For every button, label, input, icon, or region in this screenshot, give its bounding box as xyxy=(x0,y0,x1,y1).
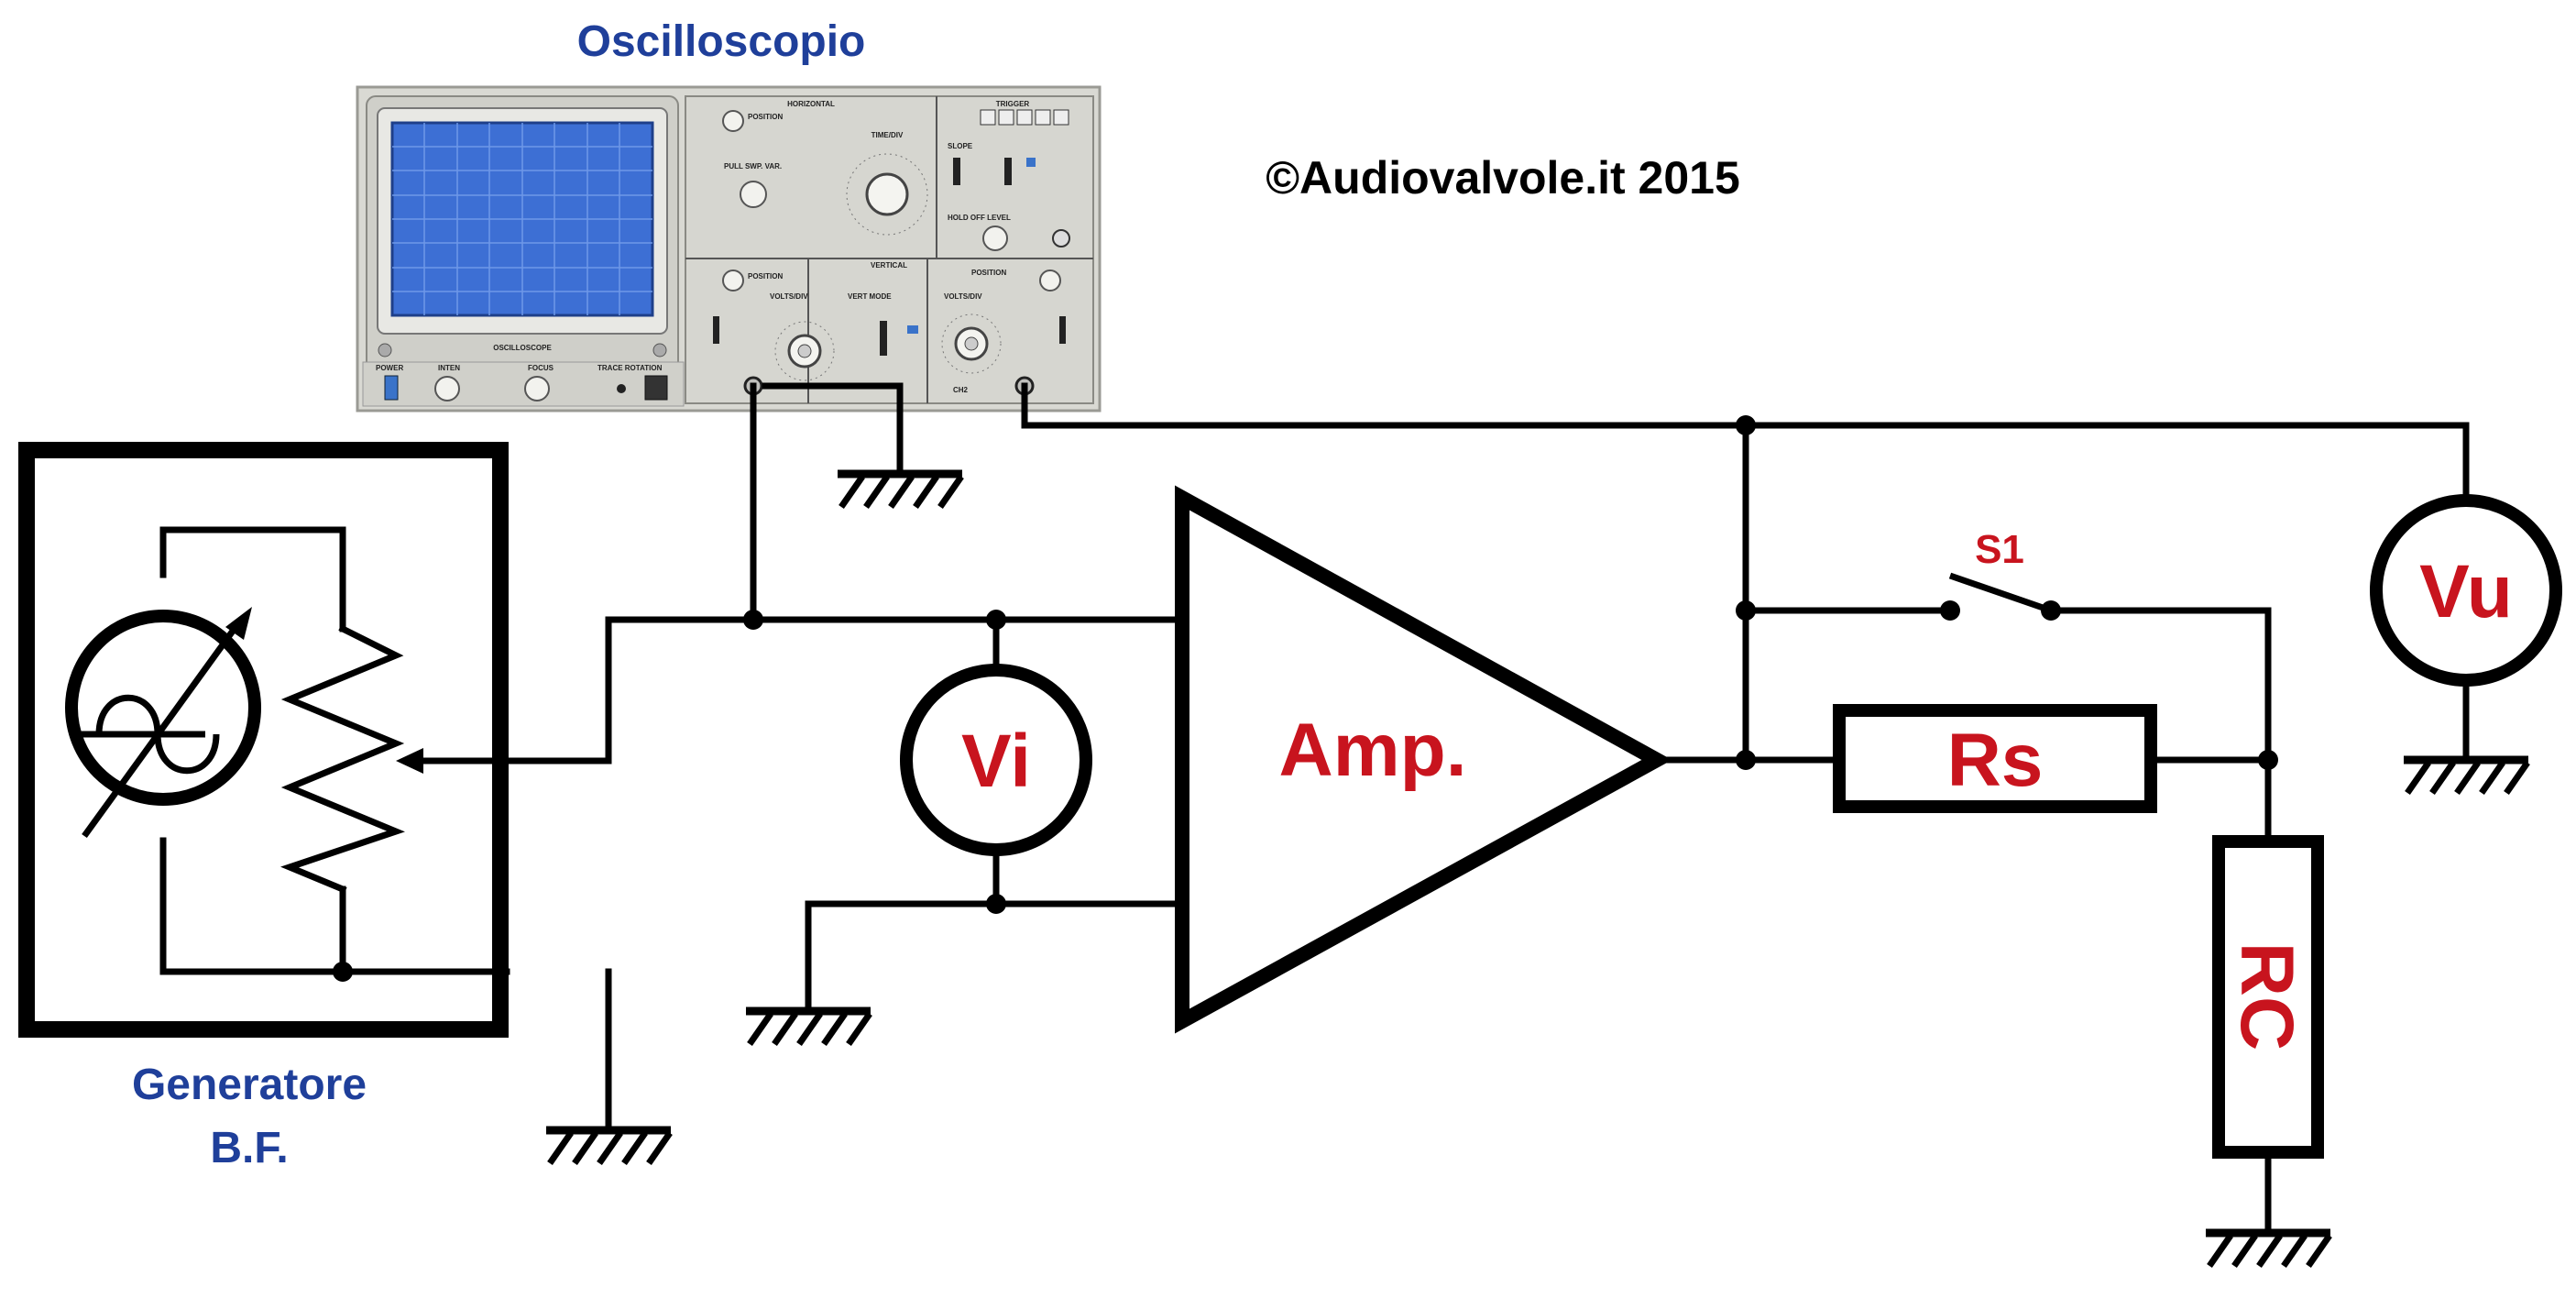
time-div-knob[interactable] xyxy=(865,172,909,216)
ch2-volts-div-label: VOLTS/DIV xyxy=(944,292,982,301)
ch2-label: CH2 xyxy=(953,386,969,394)
oscilloscope-title: Oscilloscopio xyxy=(577,17,866,66)
oscilloscope: OSCILLOSCOPE POWER INTEN FOCUS TRACE ROT… xyxy=(356,85,1102,412)
cal-terminal xyxy=(644,375,668,401)
switch-s1: S1 xyxy=(1940,527,2061,621)
slope-label: SLOPE xyxy=(948,142,973,150)
amplifier: Amp. xyxy=(1175,485,1672,1034)
s1-label: S1 xyxy=(1975,527,2024,572)
ground-load xyxy=(2206,1228,2332,1269)
load-resistor: RC xyxy=(2212,835,2324,1159)
vert-mode-label: VERT MODE xyxy=(848,292,892,301)
vu-label: Vu xyxy=(2419,550,2513,633)
ch1-volts-div-label: VOLTS/DIV xyxy=(770,292,808,301)
generator-label-line1: Generatore xyxy=(132,1061,367,1109)
signal-generator xyxy=(18,442,510,1038)
trace-rotation-label: TRACE ROTATION xyxy=(597,364,663,372)
input-voltmeter: Vi xyxy=(900,664,1092,856)
time-div-label: TIME/DIV xyxy=(871,131,904,139)
ch2-position-knob[interactable] xyxy=(1039,270,1061,292)
vertical-label: VERTICAL xyxy=(871,261,907,270)
intensity-label: INTEN xyxy=(438,364,460,372)
hold-off-level-label: HOLD OFF LEVEL xyxy=(948,214,1011,222)
trigger-level-knob[interactable] xyxy=(982,226,1008,251)
focus-knob[interactable] xyxy=(524,376,550,402)
rs-label: Rs xyxy=(1947,719,2044,802)
ch1-position-label: POSITION xyxy=(748,272,783,280)
horizontal-label: HORIZONTAL xyxy=(787,100,835,108)
horizontal-position-label: POSITION xyxy=(748,113,783,121)
series-resistor: Rs xyxy=(1833,704,2157,813)
ground-vu-meter xyxy=(2404,755,2530,796)
ch1-position-knob[interactable] xyxy=(722,270,744,292)
power-switch[interactable] xyxy=(384,375,399,401)
intensity-knob[interactable] xyxy=(434,376,460,402)
pull-swp-var-label: PULL SWP. VAR. xyxy=(724,162,782,170)
copyright-notice: ©Audiovalvole.it 2015 xyxy=(1266,152,1740,204)
swp-var-knob[interactable] xyxy=(740,181,767,208)
focus-label: FOCUS xyxy=(528,364,554,372)
ground-amp-input xyxy=(746,1006,872,1047)
vi-label: Vi xyxy=(961,720,1031,803)
horizontal-position-knob[interactable] xyxy=(722,110,744,132)
wiring xyxy=(502,382,2470,1237)
generator-label-line2: B.F. xyxy=(210,1124,288,1172)
ground-scope xyxy=(838,469,964,510)
ground-generator xyxy=(546,1126,673,1166)
power-label: POWER xyxy=(376,364,403,372)
screen-caption: OSCILLOSCOPE xyxy=(493,344,552,352)
amplifier-label: Amp. xyxy=(1279,709,1467,792)
trigger-label: TRIGGER xyxy=(996,100,1030,108)
output-voltmeter: Vu xyxy=(2370,494,2562,687)
rc-label: RC xyxy=(2225,942,2308,1050)
ch2-position-label: POSITION xyxy=(971,269,1006,277)
